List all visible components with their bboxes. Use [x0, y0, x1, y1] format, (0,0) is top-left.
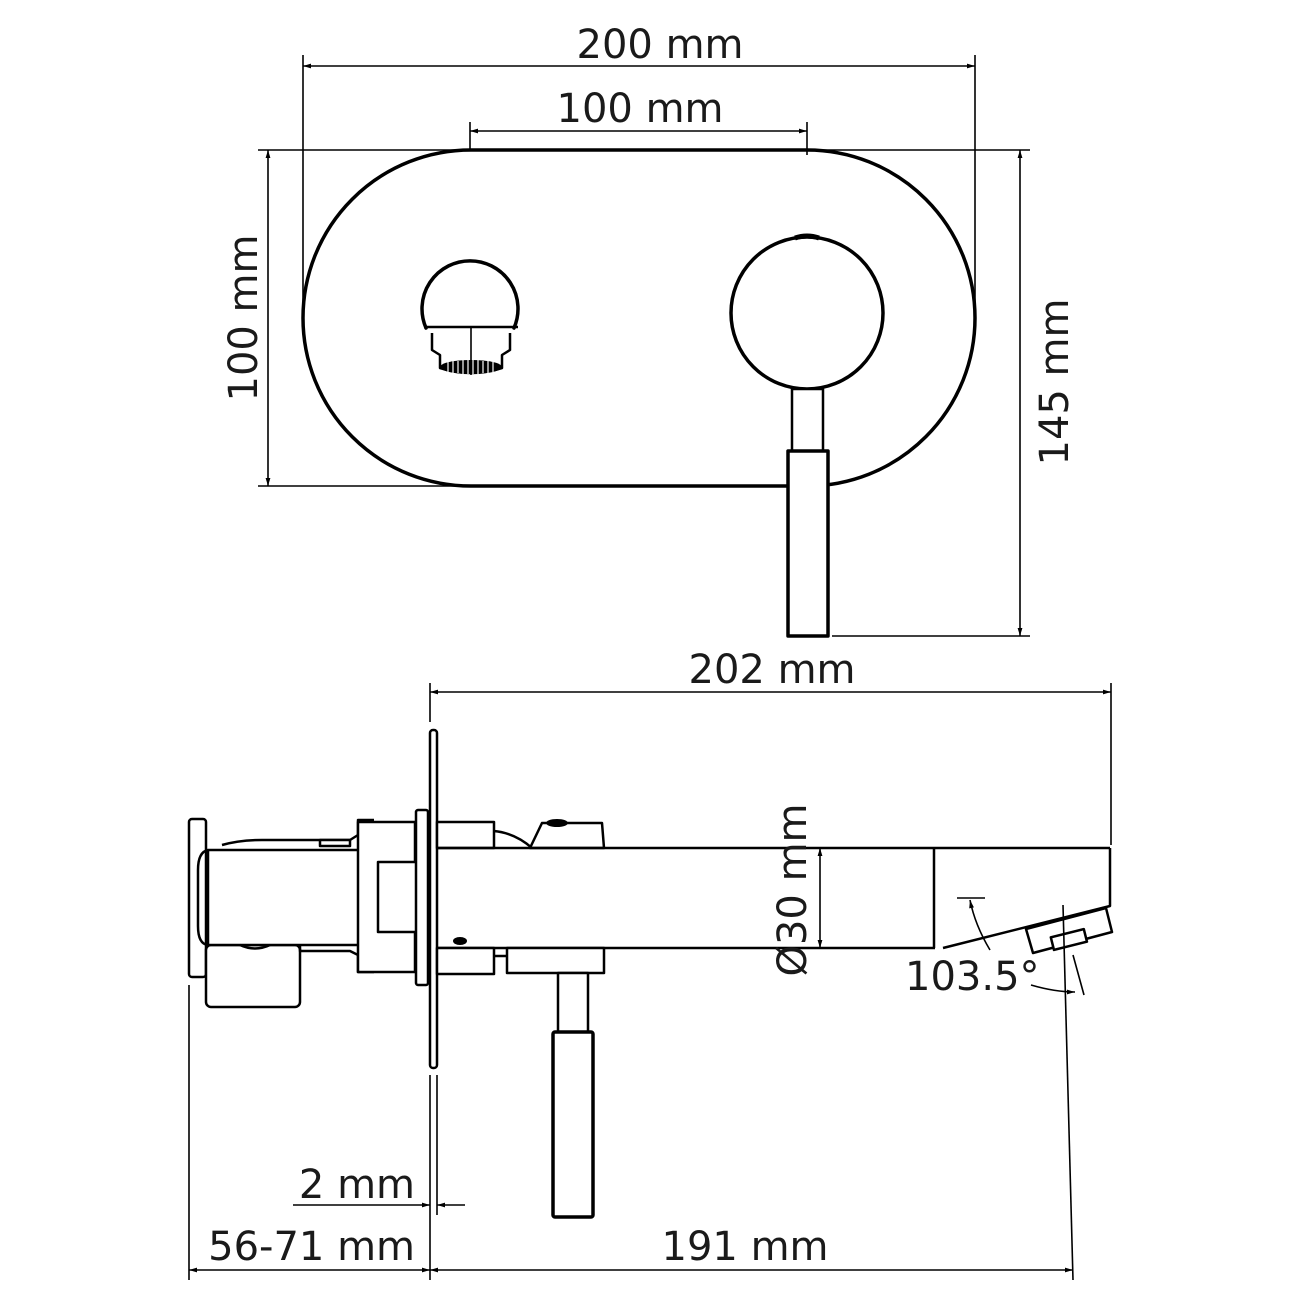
dim-wall-depth: 56-71 mm: [208, 1224, 415, 1270]
dim-straight-width: 100 mm: [557, 86, 724, 132]
side-view: 202 mm: [187, 647, 1114, 1281]
aerator: [1024, 906, 1114, 955]
spout: [435, 819, 1112, 976]
dim-plate-height: 100 mm: [221, 235, 267, 402]
lever-side: [551, 971, 595, 1219]
angle-annotation: [957, 897, 1085, 1281]
dim-plate-thickness: 2 mm: [299, 1162, 415, 1208]
dim-spout-angle: 103.5°: [905, 954, 1040, 1000]
lever: [786, 387, 830, 638]
dim-spout-reach: 191 mm: [662, 1224, 829, 1270]
cover-plate: [301, 148, 977, 488]
wall-box-body: [187, 808, 430, 1009]
dim-overall-width: 200 mm: [577, 22, 744, 68]
dim-overall-height: 145 mm: [1032, 299, 1078, 466]
spout-outlet-aerator: [420, 259, 520, 375]
dim-spout-diameter: Ø30 mm: [770, 803, 816, 976]
wall-plate: [428, 728, 439, 1280]
dim-overall-projection: 202 mm: [689, 647, 856, 693]
handle-knob: [729, 233, 885, 391]
front-view: 200 mm 100 mm 100 mm 145 mm: [221, 22, 1078, 638]
